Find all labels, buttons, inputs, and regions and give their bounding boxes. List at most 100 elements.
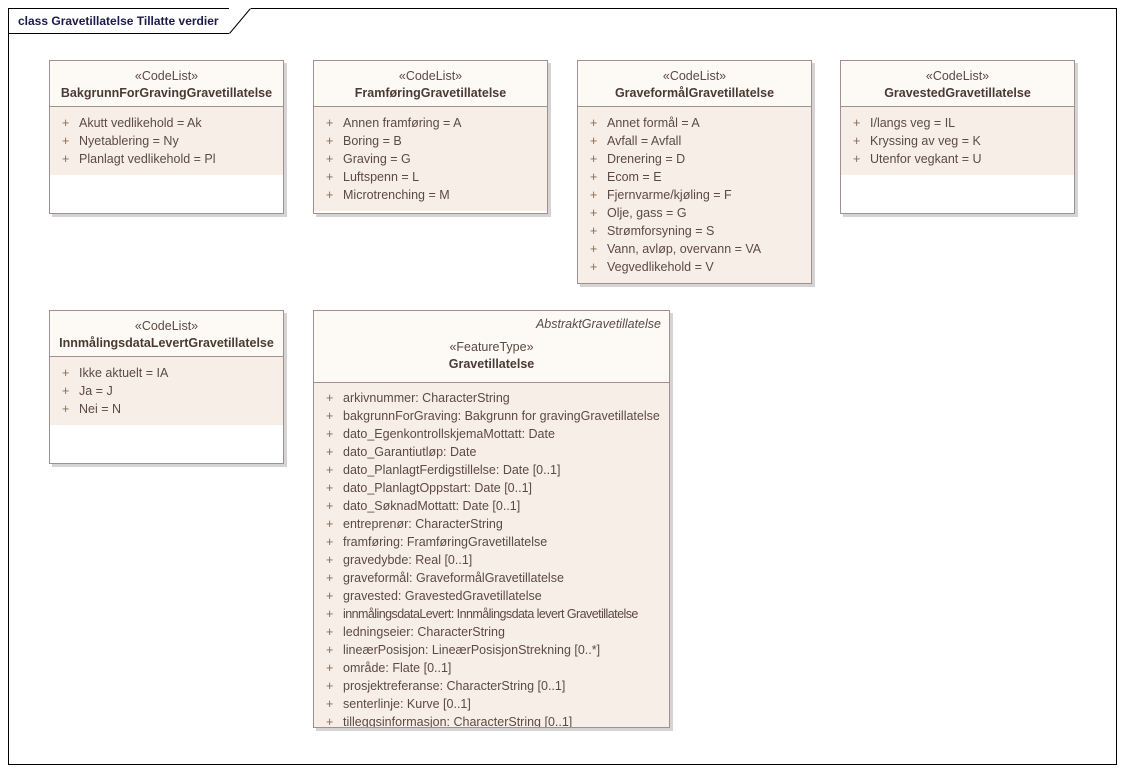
uml-stereotype: «CodeList» [134,69,199,83]
uml-attribute-row[interactable]: + framføring: FramføringGravetillatelse [320,533,663,551]
visibility-marker: + [326,661,334,675]
uml-attribute-row[interactable]: + dato_PlanlagtFerdigstillelse: Date [0.… [320,461,663,479]
attribute-text: Luftspenn = L [343,170,420,184]
diagram-title-label: class Gravetillatelse Tillatte verdier [18,14,219,28]
attribute-text: tilleggsinformasjon: CharacterString [0.… [343,715,573,728]
uml-attribute-row[interactable]: + gravested: GravestedGravetillatelse [320,587,663,605]
uml-class-name: Gravetillatelse [448,356,535,371]
uml-attribute-row[interactable]: + Strømforsyning = S [584,222,805,240]
uml-attribute-row[interactable]: + Vegvedlikehold = V [584,258,805,276]
uml-class-framforing[interactable]: «CodeList» FramføringGravetillatelse + A… [313,60,548,214]
attribute-text: Ecom = E [607,170,662,184]
uml-attribute-row[interactable]: + gravedybde: Real [0..1] [320,551,663,569]
uml-attribute-row[interactable]: + Boring = B [320,132,541,150]
uml-attribute-row[interactable]: + Ikke aktuelt = IA [56,364,277,382]
uml-attribute-row[interactable]: + Planlagt vedlikehold = Pl [56,150,277,168]
uml-attribute-compartment: + arkivnummer: CharacterString + bakgrun… [314,383,669,728]
uml-class-graveformal[interactable]: «CodeList» GraveformålGravetillatelse + … [577,60,812,284]
attribute-text: graveformål: GraveformålGravetillatelse [343,571,564,585]
uml-attribute-row[interactable]: + tilleggsinformasjon: CharacterString [… [320,713,663,728]
uml-attribute-row[interactable]: + dato_EgenkontrollskjemaMottatt: Date [320,425,663,443]
uml-attribute-row[interactable]: + Nyetablering = Ny [56,132,277,150]
diagram-title-tab-body: class Gravetillatelse Tillatte verdier [8,8,229,34]
visibility-marker: + [590,170,598,184]
attribute-text: dato_EgenkontrollskjemaMottatt: Date [343,427,555,441]
visibility-marker: + [326,152,334,166]
uml-attribute-row[interactable]: + Graving = G [320,150,541,168]
uml-class-gravested[interactable]: «CodeList» GravestedGravetillatelse + I/… [840,60,1075,214]
visibility-marker: + [326,697,334,711]
uml-attribute-row[interactable]: + Ecom = E [584,168,805,186]
uml-class-name: FramføringGravetillatelse [354,85,507,100]
uml-class-bakgrunnforgraving[interactable]: «CodeList» BakgrunnForGravingGravetillat… [49,60,284,214]
attribute-text: Nei = N [79,402,122,416]
visibility-marker: + [590,260,598,274]
attribute-text: Planlagt vedlikehold = Pl [79,152,216,166]
uml-attribute-row[interactable]: + arkivnummer: CharacterString [320,389,663,407]
visibility-marker: + [62,116,70,130]
attribute-text: innmålingsdataLevert: Innmålingsdata lev… [343,607,638,621]
visibility-marker: + [590,242,598,256]
uml-attribute-row[interactable]: + Drenering = D [584,150,805,168]
uml-attribute-row[interactable]: + dato_SøknadMottatt: Date [0..1] [320,497,663,515]
uml-attribute-row[interactable]: + Kryssing av veg = K [847,132,1068,150]
visibility-marker: + [326,571,334,585]
uml-attribute-row[interactable]: + Vann, avløp, overvann = VA [584,240,805,258]
attribute-text: arkivnummer: CharacterString [343,391,510,405]
uml-attribute-row[interactable]: + innmålingsdataLevert: Innmålingsdata l… [320,605,663,623]
attribute-text: Vann, avløp, overvann = VA [607,242,762,256]
attribute-text: Ja = J [79,384,113,398]
attribute-text: Fjernvarme/kjøling = F [607,188,732,202]
visibility-marker: + [326,607,334,621]
uml-attribute-row[interactable]: + Microtrenching = M [320,186,541,204]
uml-attribute-row[interactable]: + Fjernvarme/kjøling = F [584,186,805,204]
visibility-marker: + [326,391,334,405]
uml-class-header: «CodeList» FramføringGravetillatelse [314,61,547,107]
attribute-text: entreprenør: CharacterString [343,517,503,531]
uml-attribute-row[interactable]: + Utenfor vegkant = U [847,150,1068,168]
uml-class-header: «CodeList» BakgrunnForGravingGravetillat… [50,61,283,107]
uml-attribute-row[interactable]: + I/langs veg = IL [847,114,1068,132]
attribute-text: ledningseier: CharacterString [343,625,505,639]
uml-attribute-row[interactable]: + Avfall = Avfall [584,132,805,150]
visibility-marker: + [326,188,334,202]
visibility-marker: + [326,427,334,441]
attribute-text: Annet formål = A [607,116,700,130]
visibility-marker: + [590,188,598,202]
uml-attribute-row[interactable]: + Luftspenn = L [320,168,541,186]
attribute-text: Annen framføring = A [343,116,462,130]
uml-attribute-row[interactable]: + Annet formål = A [584,114,805,132]
uml-attribute-row[interactable]: + område: Flate [0..1] [320,659,663,677]
uml-attribute-row[interactable]: + prosjektreferanse: CharacterString [0.… [320,677,663,695]
uml-class-name: GraveformålGravetillatelse [614,85,775,100]
uml-attribute-row[interactable]: + entreprenør: CharacterString [320,515,663,533]
uml-attribute-row[interactable]: + graveformål: GraveformålGravetillatels… [320,569,663,587]
attribute-text: Utenfor vegkant = U [870,152,982,166]
uml-attribute-row[interactable]: + lineærPosisjon: LineærPosisjonStreknin… [320,641,663,659]
uml-class-gravetillatelse[interactable]: AbstraktGravetillatelse «FeatureType» Gr… [313,310,670,728]
uml-attribute-row[interactable]: + ledningseier: CharacterString [320,623,663,641]
attribute-text: dato_SøknadMottatt: Date [0..1] [343,499,521,513]
visibility-marker: + [326,535,334,549]
attribute-text: Vegvedlikehold = V [607,260,714,274]
uml-attribute-row[interactable]: + Annen framføring = A [320,114,541,132]
visibility-marker: + [62,152,70,166]
uml-attribute-row[interactable]: + senterlinje: Kurve [0..1] [320,695,663,713]
uml-attribute-row[interactable]: + Olje, gass = G [584,204,805,222]
uml-attribute-row[interactable]: + Ja = J [56,382,277,400]
uml-attribute-row[interactable]: + dato_PlanlagtOppstart: Date [0..1] [320,479,663,497]
visibility-marker: + [326,445,334,459]
visibility-marker: + [326,481,334,495]
visibility-marker: + [62,134,70,148]
attribute-text: Boring = B [343,134,402,148]
uml-class-innmalingsdatalevert[interactable]: «CodeList» InnmålingsdataLevertGravetill… [49,310,284,464]
visibility-marker: + [62,402,70,416]
uml-attribute-row[interactable]: + Akutt vedlikehold = Ak [56,114,277,132]
uml-attribute-row[interactable]: + Nei = N [56,400,277,418]
attribute-text: I/langs veg = IL [870,116,956,130]
attribute-text: bakgrunnForGraving: Bakgrunn for graving… [343,409,660,423]
uml-attribute-row[interactable]: + dato_Garantiutløp: Date [320,443,663,461]
uml-attribute-row[interactable]: + bakgrunnForGraving: Bakgrunn for gravi… [320,407,663,425]
visibility-marker: + [326,589,334,603]
